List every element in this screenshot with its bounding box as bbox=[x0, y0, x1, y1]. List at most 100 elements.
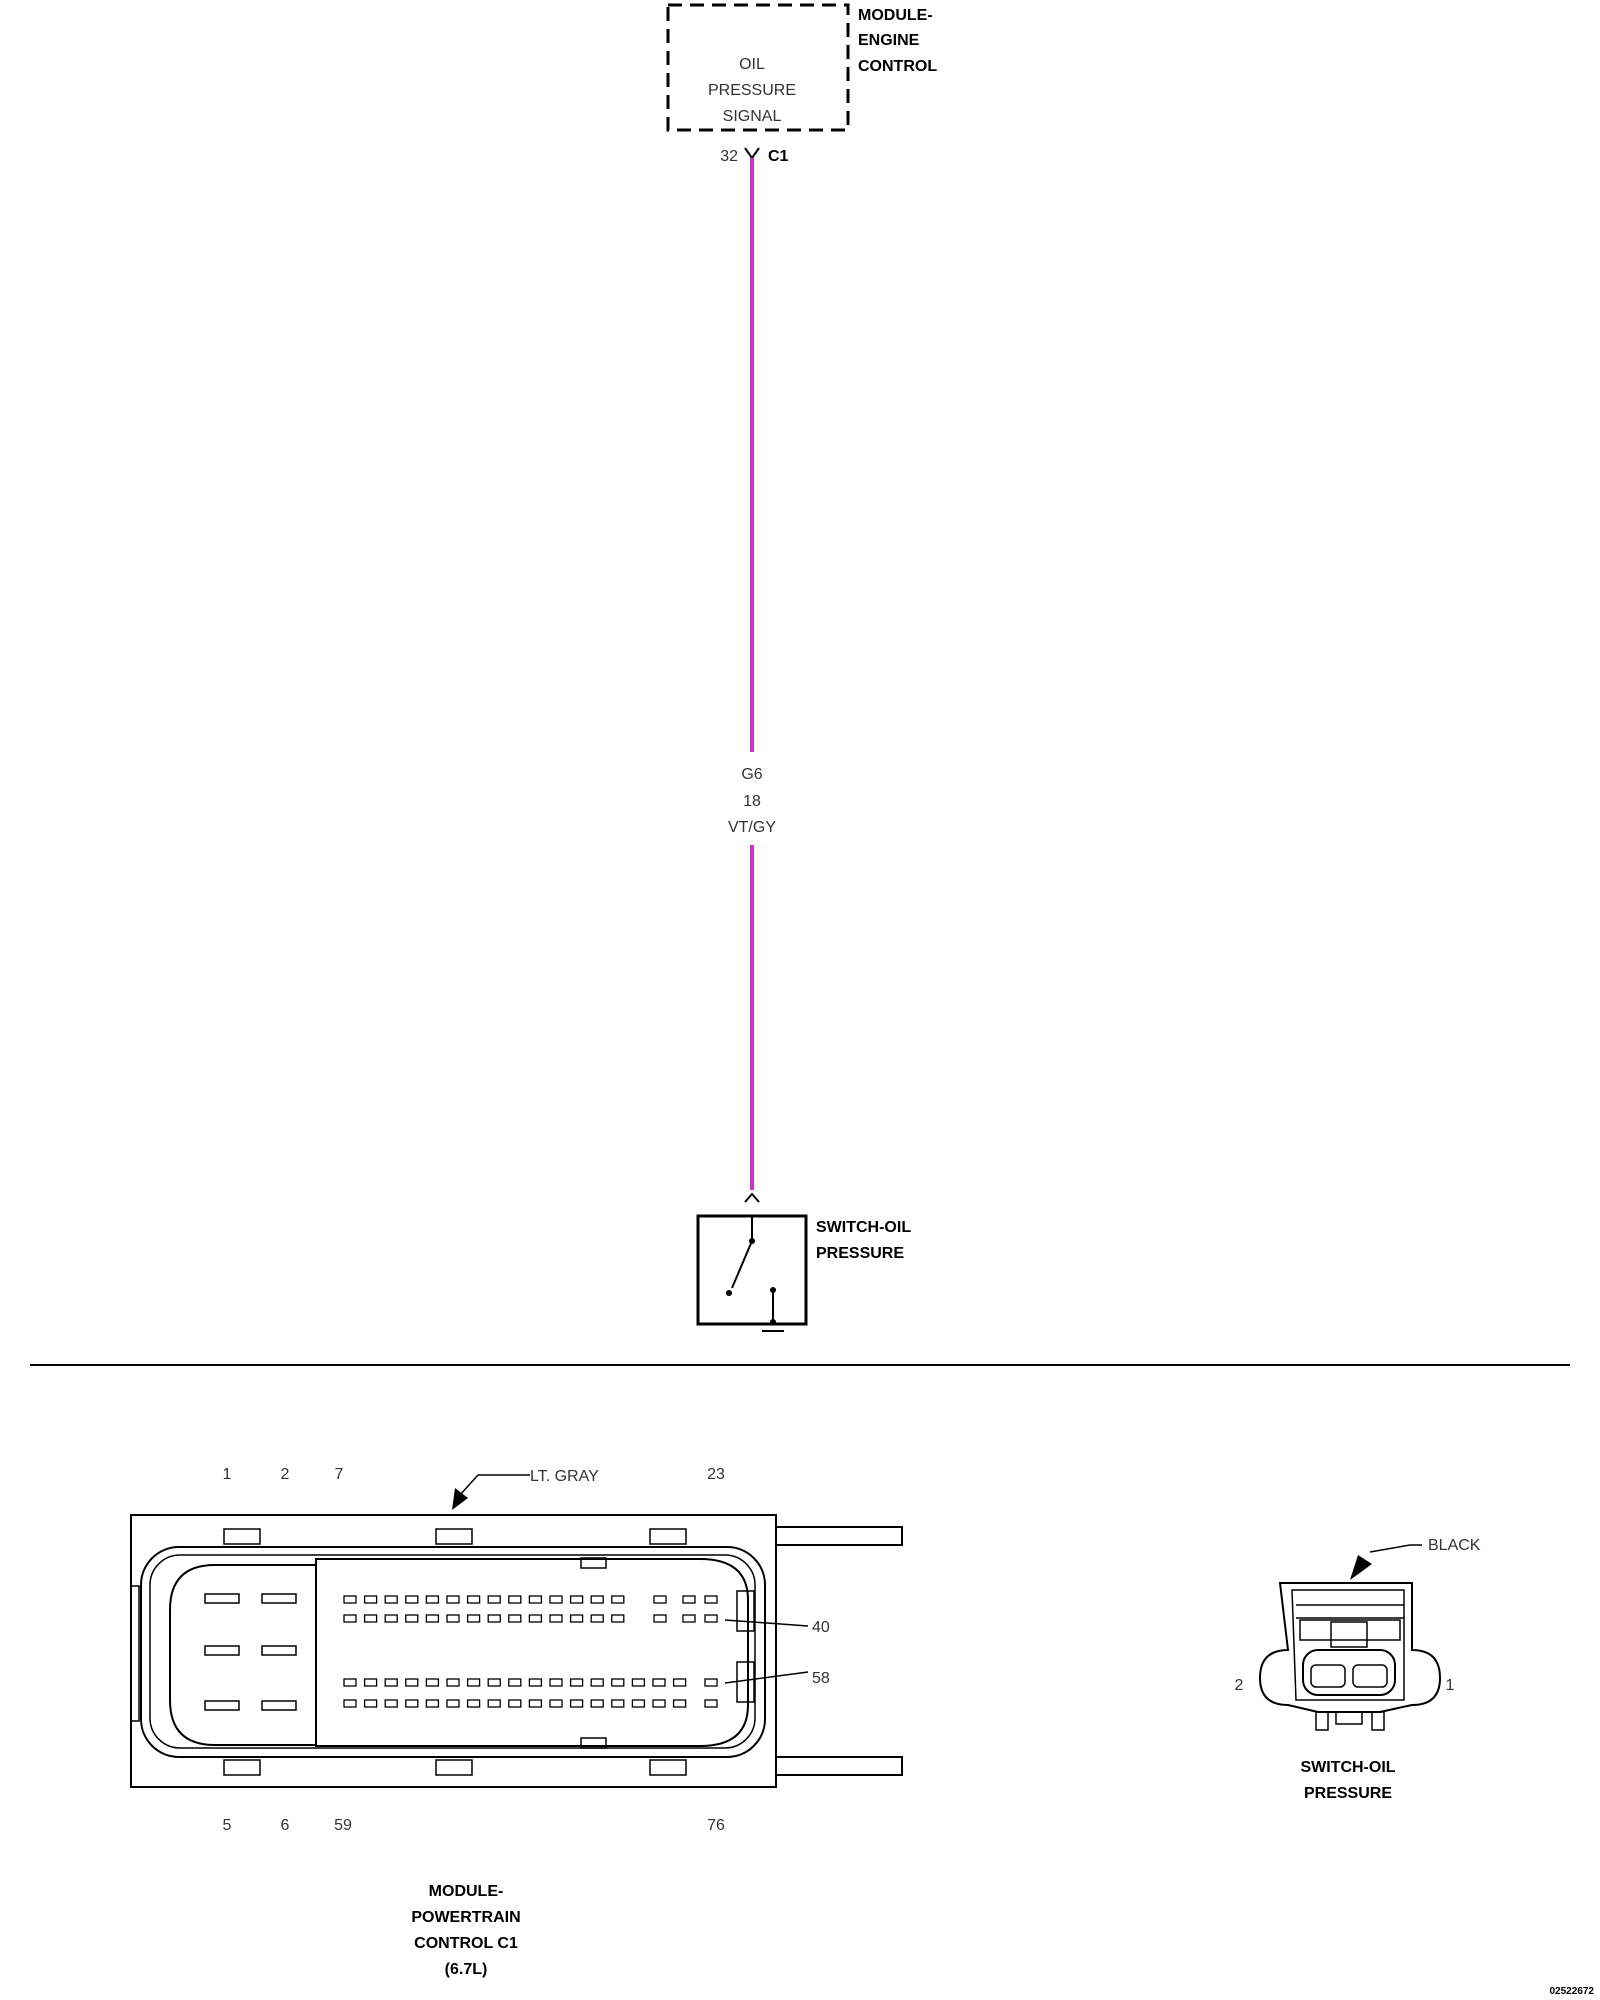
switch-caption-line-2: PRESSURE bbox=[1304, 1785, 1392, 1802]
pcm-signal-terminal bbox=[611, 1699, 625, 1708]
pcm-key-bottom bbox=[580, 1737, 607, 1749]
pcm-power-terminals bbox=[204, 1593, 297, 1711]
pcm-signal-terminal bbox=[653, 1614, 667, 1623]
switch-connector-foot-2 bbox=[1371, 1711, 1385, 1731]
switch-connector-foot-3 bbox=[1335, 1711, 1363, 1725]
switch-connector-inner bbox=[1291, 1589, 1405, 1701]
pcm-signal-terminal bbox=[569, 1614, 584, 1623]
pcm-callout-40-line bbox=[724, 1619, 809, 1627]
pcm-bottom-pin-6: 6 bbox=[281, 1817, 290, 1834]
pcm-signal-terminal bbox=[569, 1595, 584, 1604]
switch-pin-1: 1 bbox=[1446, 1677, 1455, 1694]
figure-id: 02522672 bbox=[1550, 1986, 1595, 1997]
pcm-signal-terminal bbox=[528, 1699, 543, 1708]
pcm-signal-terminal bbox=[508, 1678, 522, 1687]
ecm-name-line-3: CONTROL bbox=[858, 58, 937, 75]
pcm-signal-terminal bbox=[343, 1614, 357, 1623]
pcm-signal-terminal bbox=[384, 1595, 398, 1604]
pcm-signal-terminal bbox=[384, 1699, 398, 1708]
pcm-signal-terminal bbox=[425, 1699, 440, 1708]
pcm-signal-terminal bbox=[653, 1595, 667, 1604]
ecm-signal-line-1: OIL bbox=[739, 56, 765, 73]
pcm-bottom-pin-59: 59 bbox=[334, 1817, 352, 1834]
wire-gauge: 18 bbox=[743, 793, 761, 810]
pcm-signal-terminal bbox=[631, 1699, 646, 1708]
switch-connector-foot-1 bbox=[1315, 1711, 1329, 1731]
pcm-signal-terminal bbox=[508, 1614, 522, 1623]
pcm-signal-terminal bbox=[528, 1614, 543, 1623]
pcm-signal-terminal bbox=[569, 1699, 584, 1708]
pcm-signal-terminal bbox=[446, 1678, 460, 1687]
pcm-caption-line-3: CONTROL C1 bbox=[414, 1935, 518, 1952]
pcm-signal-terminal bbox=[569, 1678, 584, 1687]
wire-circuit-id: G6 bbox=[741, 766, 762, 783]
pcm-signal-terminal bbox=[528, 1678, 543, 1687]
pcm-top-pin-2: 2 bbox=[281, 1466, 290, 1483]
pcm-top-pin-1: 1 bbox=[223, 1466, 232, 1483]
pcm-signal-terminal bbox=[405, 1699, 419, 1708]
pcm-signal-terminal bbox=[466, 1595, 481, 1604]
pcm-inner-shell bbox=[140, 1546, 766, 1758]
pcm-signal-terminal bbox=[405, 1614, 419, 1623]
oil-pressure-signal-wire: G6 18 VT/GY bbox=[728, 158, 776, 1190]
pcm-signal-terminal bbox=[487, 1595, 501, 1604]
pcm-signal-terminal bbox=[631, 1678, 646, 1687]
pcm-signal-terminal bbox=[343, 1699, 357, 1708]
pcm-signal-terminal bbox=[611, 1614, 625, 1623]
switch-name-line-1: SWITCH-OIL bbox=[816, 1219, 911, 1236]
pcm-side-tab bbox=[130, 1585, 140, 1722]
pcm-signal-terminal bbox=[343, 1678, 357, 1687]
pcm-signal-terminal bbox=[363, 1678, 378, 1687]
pcm-signal-terminal bbox=[590, 1614, 604, 1623]
pcm-signal-terminal bbox=[704, 1678, 718, 1687]
pcm-latch-top-3 bbox=[649, 1528, 687, 1545]
oil-pressure-switch: SWITCH-OIL PRESSURE bbox=[696, 1192, 911, 1332]
pcm-signal-terminal bbox=[611, 1678, 625, 1687]
pcm-signal-terminal bbox=[384, 1614, 398, 1623]
pcm-callout-58-line bbox=[724, 1671, 809, 1684]
pcm-signal-terminal bbox=[652, 1678, 666, 1687]
pcm-signal-terminal bbox=[487, 1614, 501, 1623]
pcm-signal-terminal bbox=[487, 1699, 501, 1708]
pcm-signal-cavity bbox=[315, 1558, 749, 1747]
ecm-dashed-outline bbox=[666, 3, 850, 132]
ecm-signal-line-3: SIGNAL bbox=[723, 108, 782, 125]
pcm-latch-top-1 bbox=[223, 1528, 261, 1545]
switch-connector-key bbox=[1330, 1621, 1368, 1648]
switch-terminal-symbol bbox=[744, 1192, 760, 1203]
switch-name-line-2: PRESSURE bbox=[816, 1245, 904, 1262]
pcm-signal-terminal bbox=[508, 1595, 522, 1604]
pcm-signal-terminal bbox=[549, 1699, 563, 1708]
ecm-connector-id: C1 bbox=[768, 148, 789, 165]
pcm-connector-view: 1 2 7 23 LT. GRAY bbox=[130, 1466, 903, 1978]
pcm-signal-terminals bbox=[343, 1595, 718, 1708]
pcm-color-label: LT. GRAY bbox=[530, 1468, 599, 1485]
switch-ground-contact bbox=[770, 1287, 776, 1293]
ecm-name-line-2: ENGINE bbox=[858, 32, 920, 49]
pcm-callout-leader bbox=[459, 1474, 479, 1496]
ecm-pin-number: 32 bbox=[720, 148, 738, 165]
pcm-signal-terminal bbox=[425, 1595, 440, 1604]
pcm-signal-terminal bbox=[363, 1595, 378, 1604]
switch-callout-leader bbox=[1369, 1544, 1411, 1553]
pcm-signal-terminal bbox=[704, 1595, 718, 1604]
pcm-bottom-pin-5: 5 bbox=[223, 1817, 232, 1834]
pcm-signal-terminal bbox=[672, 1678, 687, 1687]
pcm-signal-terminal bbox=[446, 1614, 460, 1623]
pcm-caption-line-1: MODULE- bbox=[429, 1883, 504, 1900]
pcm-signal-terminal bbox=[487, 1678, 501, 1687]
switch-contact-bottom bbox=[726, 1290, 732, 1296]
pcm-signal-terminal bbox=[682, 1595, 696, 1604]
switch-terminal-1 bbox=[1352, 1664, 1388, 1688]
pcm-latch-bottom-1 bbox=[223, 1759, 261, 1776]
engine-control-module: OIL PRESSURE SIGNAL MODULE- ENGINE CONTR… bbox=[666, 3, 937, 165]
pcm-callout-arrow bbox=[452, 1488, 468, 1510]
switch-caption-line-1: SWITCH-OIL bbox=[1300, 1759, 1395, 1776]
pcm-signal-terminal bbox=[611, 1595, 625, 1604]
switch-callout-arrow bbox=[1350, 1555, 1372, 1580]
pcm-inner-shell-2 bbox=[149, 1554, 756, 1749]
pcm-rail-top bbox=[775, 1526, 903, 1546]
pcm-signal-terminal bbox=[405, 1595, 419, 1604]
pcm-polarizer-top bbox=[736, 1590, 755, 1632]
